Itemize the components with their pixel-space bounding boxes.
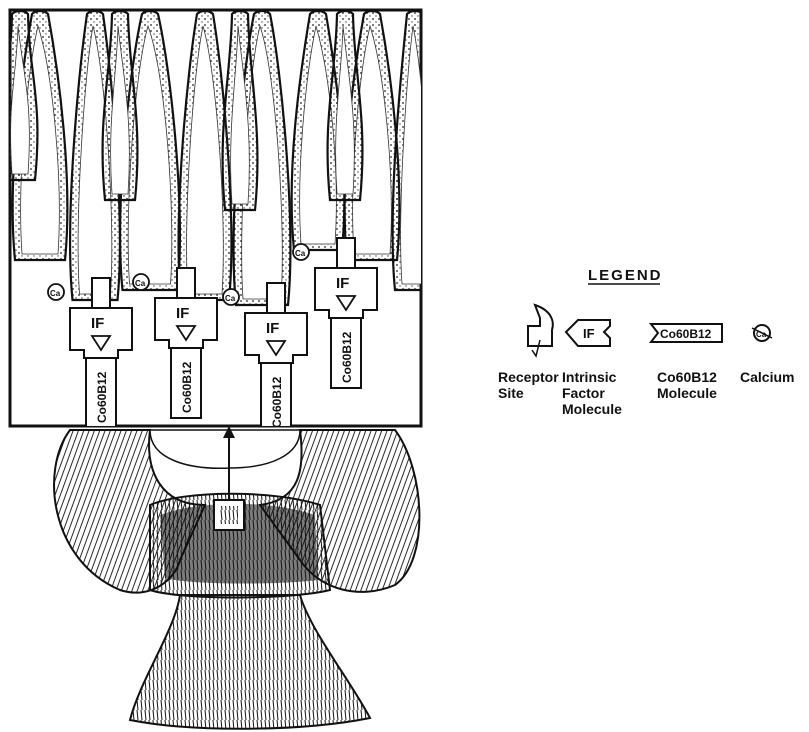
b12-label: Co60B12 <box>180 361 194 413</box>
intestine-lower-tube <box>130 595 370 729</box>
svg-text:IF: IF <box>583 326 595 341</box>
magnified-mucosa-panel: IFCo60B12CaIFCo60B12CaIFCo60B12CaIFCo60B… <box>3 10 438 433</box>
receptor-caption: Receptor Site <box>498 369 563 401</box>
co60b12-molecule-icon: Co60B12 <box>651 324 722 342</box>
b12-label: Co60B12 <box>340 331 354 383</box>
if-label: IF <box>266 320 279 337</box>
receptor-site-icon <box>528 305 553 356</box>
legend-title: LEGEND <box>588 267 663 284</box>
calcium-label: Ca <box>225 294 236 303</box>
co60b12-caption: Co60B12 Molecule <box>657 369 721 401</box>
b12-label: Co60B12 <box>270 376 284 428</box>
b12-label: Co60B12 <box>95 371 109 423</box>
if-label: IF <box>176 305 189 322</box>
svg-text:Ca: Ca <box>756 330 767 339</box>
calcium-label: Ca <box>295 249 306 258</box>
svg-text:Co60B12: Co60B12 <box>660 327 712 341</box>
calcium-icon: Ca <box>752 325 772 341</box>
intrinsic-factor-icon: IF <box>566 320 610 346</box>
legend: LEGEND IF Co60B12 Ca Receptor Site <box>498 267 794 417</box>
intestine-illustration <box>54 426 419 729</box>
intrinsic-factor-caption: Intrinsic Factor Molecule <box>562 369 622 417</box>
if-label: IF <box>336 275 349 292</box>
calcium-caption: Calcium <box>740 369 794 385</box>
calcium-label: Ca <box>50 289 61 298</box>
if-label: IF <box>91 315 104 332</box>
calcium-label: Ca <box>135 279 146 288</box>
